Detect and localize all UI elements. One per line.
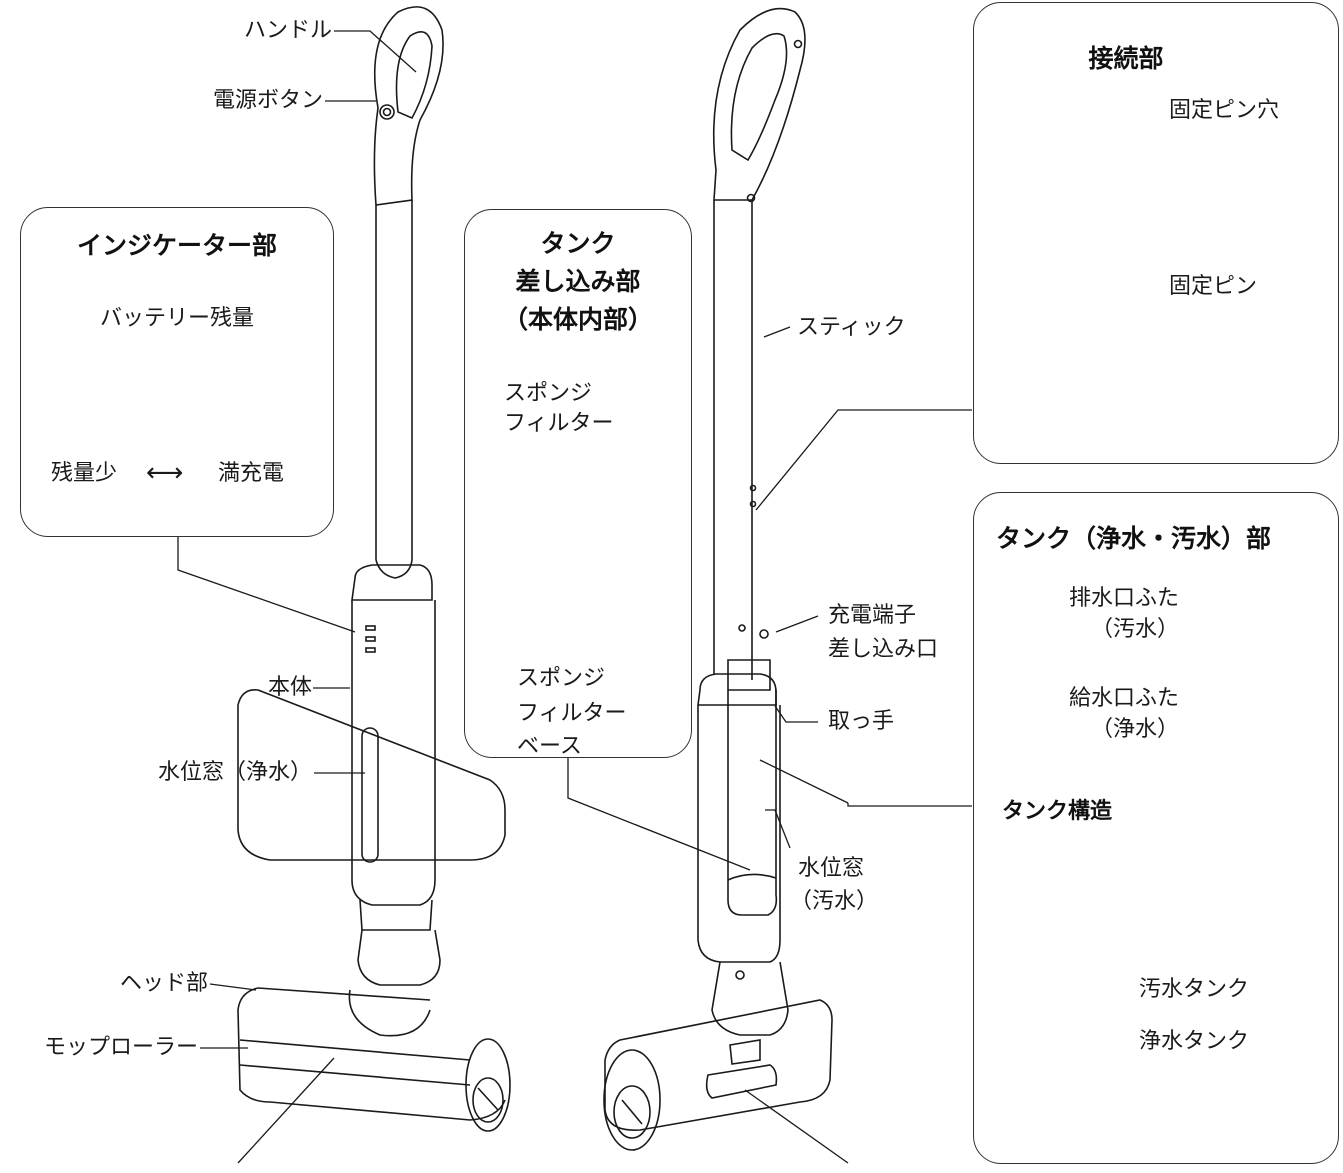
filter-base-label-3: ベース bbox=[517, 734, 582, 759]
connection-panel: 接続部 固定ピン穴 固定ピン bbox=[973, 2, 1339, 464]
grip-label: 取っ手 bbox=[828, 709, 895, 734]
tank-panel-title: タンク（浄水・汚水）部 bbox=[996, 524, 1272, 553]
body-label: 本体 bbox=[267, 675, 312, 700]
pin-label: 固定ピン bbox=[1169, 274, 1258, 299]
sponge-filter-label-1: スポンジ bbox=[504, 381, 593, 406]
indicator-panel-title: インジケーター部 bbox=[76, 231, 277, 260]
handle-label: ハンドル bbox=[243, 18, 332, 43]
connection-panel-title: 接続部 bbox=[1088, 44, 1164, 73]
battery-low-label: 残量少 bbox=[51, 461, 118, 486]
tank-panel: タンク（浄水・汚水）部 排水口ふた （汚水） 給水口ふた （浄水） タンク構造 … bbox=[973, 492, 1339, 1164]
right-cleaner bbox=[603, 7, 833, 1151]
tank-insert-title-line3: （本体内部） bbox=[502, 305, 653, 334]
filter-base-label-2: フィルター bbox=[517, 701, 627, 726]
sponge-filter-label-2: フィルター bbox=[504, 411, 614, 436]
battery-level-caption: バッテリー残量 bbox=[99, 306, 254, 331]
stick-label: スティック bbox=[797, 315, 906, 340]
charge-port-label-2: 差し込み口 bbox=[828, 637, 939, 662]
clean-tank-label: 浄水タンク bbox=[1139, 1029, 1250, 1054]
filter-base-label-1: スポンジ bbox=[517, 666, 606, 691]
mop-roller-label: モップローラー bbox=[43, 1035, 198, 1060]
pin-hole-label: 固定ピン穴 bbox=[1169, 98, 1280, 123]
water-window-clean-label: 水位窓（浄水） bbox=[157, 760, 312, 785]
power-button-label: 電源ボタン bbox=[212, 88, 323, 113]
supply-cap-label-2: （浄水） bbox=[1090, 717, 1179, 742]
tank-insert-title-line1: タンク bbox=[540, 229, 616, 258]
dirty-tank-label: 汚水タンク bbox=[1139, 977, 1250, 1002]
indicator-panel: インジケーター部 バッテリー残量 残量少 ⟷ 満充電 bbox=[20, 207, 334, 537]
drain-cap-label-1: 排水口ふた bbox=[1068, 586, 1179, 611]
tank-insert-panel: タンク 差し込み部 （本体内部） スポンジ フィルター スポンジ フィルター ベ… bbox=[464, 209, 692, 759]
battery-full-label: 満充電 bbox=[218, 461, 285, 486]
tank-structure-title: タンク構造 bbox=[1002, 799, 1113, 824]
left-cleaner bbox=[237, 6, 511, 1132]
charge-port-label-1: 充電端子 bbox=[828, 603, 917, 628]
water-window-dirty-label-2: （汚水） bbox=[790, 889, 879, 914]
tank-insert-title-line2: 差し込み部 bbox=[515, 267, 641, 296]
head-label: ヘッド部 bbox=[119, 971, 208, 996]
water-window-dirty-label-1: 水位窓 bbox=[798, 856, 865, 881]
range-arrow-icon: ⟷ bbox=[146, 458, 184, 488]
supply-cap-label-1: 給水口ふた bbox=[1068, 686, 1179, 711]
drain-cap-label-2: （汚水） bbox=[1090, 617, 1179, 642]
